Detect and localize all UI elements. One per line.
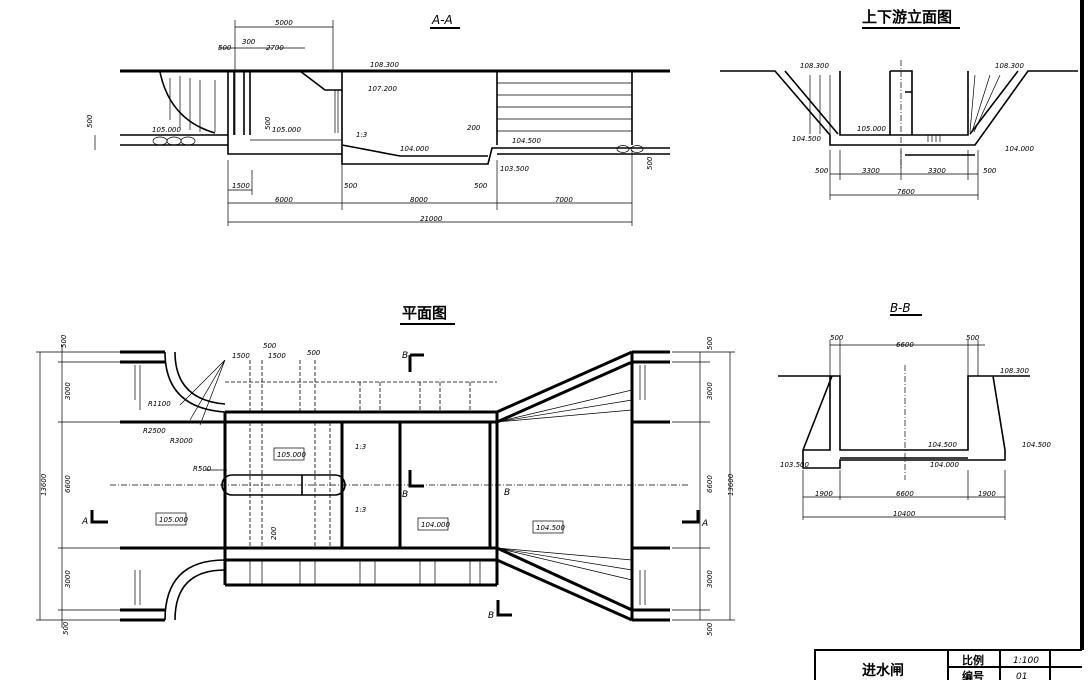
section-marker-b: B — [488, 611, 494, 621]
section-marker-a: A — [701, 519, 708, 529]
dim-label: 7600 — [897, 188, 915, 196]
dim-label: 500 — [60, 334, 68, 348]
dim-label: 3000 — [706, 382, 714, 400]
dim-label: 500 — [830, 334, 844, 342]
elevation-label: 104.000 — [930, 461, 959, 469]
elevation-label: 104.500 — [792, 135, 821, 143]
title-block: 进水闸 比例 1:100 编号 01 — [814, 649, 1082, 680]
section-aa-title: A-A — [431, 13, 453, 27]
slope-label: 1:3 — [356, 131, 367, 139]
dim-label: 1900 — [815, 490, 833, 498]
elevation-label: 108.300 — [995, 62, 1024, 70]
radius-label: R1100 — [148, 400, 171, 408]
elevation-label: 105.000 — [159, 516, 188, 524]
radius-label: R500 — [193, 465, 212, 473]
dim-label: 500 — [706, 336, 714, 350]
dim-label: 8000 — [410, 196, 428, 204]
section-marker-a: A — [81, 517, 88, 527]
dim-label: 500 — [86, 114, 94, 128]
elevation-label: 108.300 — [370, 61, 399, 69]
elevation-label: 105.000 — [152, 126, 181, 134]
elevation-view: 上下游立面图 500 3300 3300 500 7600 108.300 10… — [720, 8, 1078, 200]
dim-label: 500 — [706, 622, 714, 636]
elevation-label: 105.000 — [272, 126, 301, 134]
dim-label: 300 — [242, 38, 256, 46]
elevation-label: 104.500 — [512, 137, 541, 145]
elevation-label: 104.000 — [1005, 145, 1034, 153]
dim-label: 6600 — [896, 341, 914, 349]
dim-label: 6000 — [275, 196, 293, 204]
dim-label: 2700 — [266, 44, 284, 52]
dim-label: 1500 — [268, 352, 286, 360]
dim-label: 10400 — [893, 510, 916, 518]
dim-label: 1500 — [232, 352, 250, 360]
elevation-label: 108.300 — [1000, 367, 1029, 375]
dim-label: 3000 — [64, 570, 72, 588]
dim-label: 200 — [467, 124, 481, 132]
section-marker-b: B — [504, 488, 510, 498]
section-marker-b: B — [402, 490, 408, 500]
elevation-label: 104.500 — [1022, 441, 1051, 449]
dim-label: 500 — [62, 621, 70, 635]
dim-label: 3000 — [706, 570, 714, 588]
dim-label: 13600 — [40, 473, 48, 496]
drawing-name: 进水闸 — [862, 662, 904, 679]
number-value: 01 — [1016, 672, 1027, 680]
dim-label: 5000 — [275, 19, 293, 27]
elevation-view-title: 上下游立面图 — [862, 8, 952, 26]
number-label: 编号 — [962, 669, 984, 680]
elevation-label: 103.500 — [500, 165, 529, 173]
dim-label: 6600 — [896, 490, 914, 498]
elevation-label: 103.500 — [780, 461, 809, 469]
dim-label: 7000 — [555, 196, 573, 204]
plan-view-title: 平面图 — [402, 304, 447, 322]
radius-label: R2500 — [143, 427, 166, 435]
elevation-label: 104.500 — [536, 524, 565, 532]
dim-label: 500 — [264, 116, 272, 130]
dim-label: 1900 — [978, 490, 996, 498]
dim-label: 3000 — [64, 382, 72, 400]
elevation-label: 104.500 — [928, 441, 957, 449]
section-bb: B-B 500 6600 500 1900 6600 1900 10400 10… — [778, 301, 1051, 520]
dim-label: 3300 — [928, 167, 946, 175]
dim-label: 500 — [966, 334, 980, 342]
section-bb-title: B-B — [890, 301, 911, 315]
dim-label: 21000 — [420, 215, 443, 223]
dim-label: 500 — [983, 167, 997, 175]
dim-label: 6600 — [64, 475, 72, 493]
scale-value: 1:100 — [1013, 656, 1039, 666]
elevation-label: 108.300 — [800, 62, 829, 70]
scale-label: 比例 — [962, 653, 984, 667]
elevation-label: 105.000 — [277, 451, 306, 459]
elevation-label: 107.200 — [368, 85, 397, 93]
dim-label: 500 — [263, 342, 277, 350]
dim-label: 500 — [307, 349, 321, 357]
elevation-label: 104.000 — [400, 145, 429, 153]
dim-label: 500 — [474, 182, 488, 190]
radius-label: R3000 — [170, 437, 193, 445]
plan-view: 平面图 A A B B B B R1100 R2500 R3000 R500 1… — [36, 304, 735, 636]
dim-label: 500 — [344, 182, 358, 190]
dim-label: 500 — [646, 156, 654, 170]
dim-label: 6600 — [706, 475, 714, 493]
section-marker-b: B — [402, 351, 408, 361]
slope-label: 1:3 — [355, 506, 366, 514]
dim-label: 1500 — [232, 182, 250, 190]
section-aa: A-A 5000 500 300 2700 1500 500 500 6000 … — [86, 13, 670, 226]
dim-label: 13600 — [727, 473, 735, 496]
dim-label: 500 — [815, 167, 829, 175]
dim-label: 500 — [218, 44, 232, 52]
dim-label: 200 — [270, 526, 278, 540]
elevation-label: 105.000 — [857, 125, 886, 133]
elevation-label: 104.000 — [421, 521, 450, 529]
slope-label: 1:3 — [355, 443, 366, 451]
dim-label: 3300 — [862, 167, 880, 175]
